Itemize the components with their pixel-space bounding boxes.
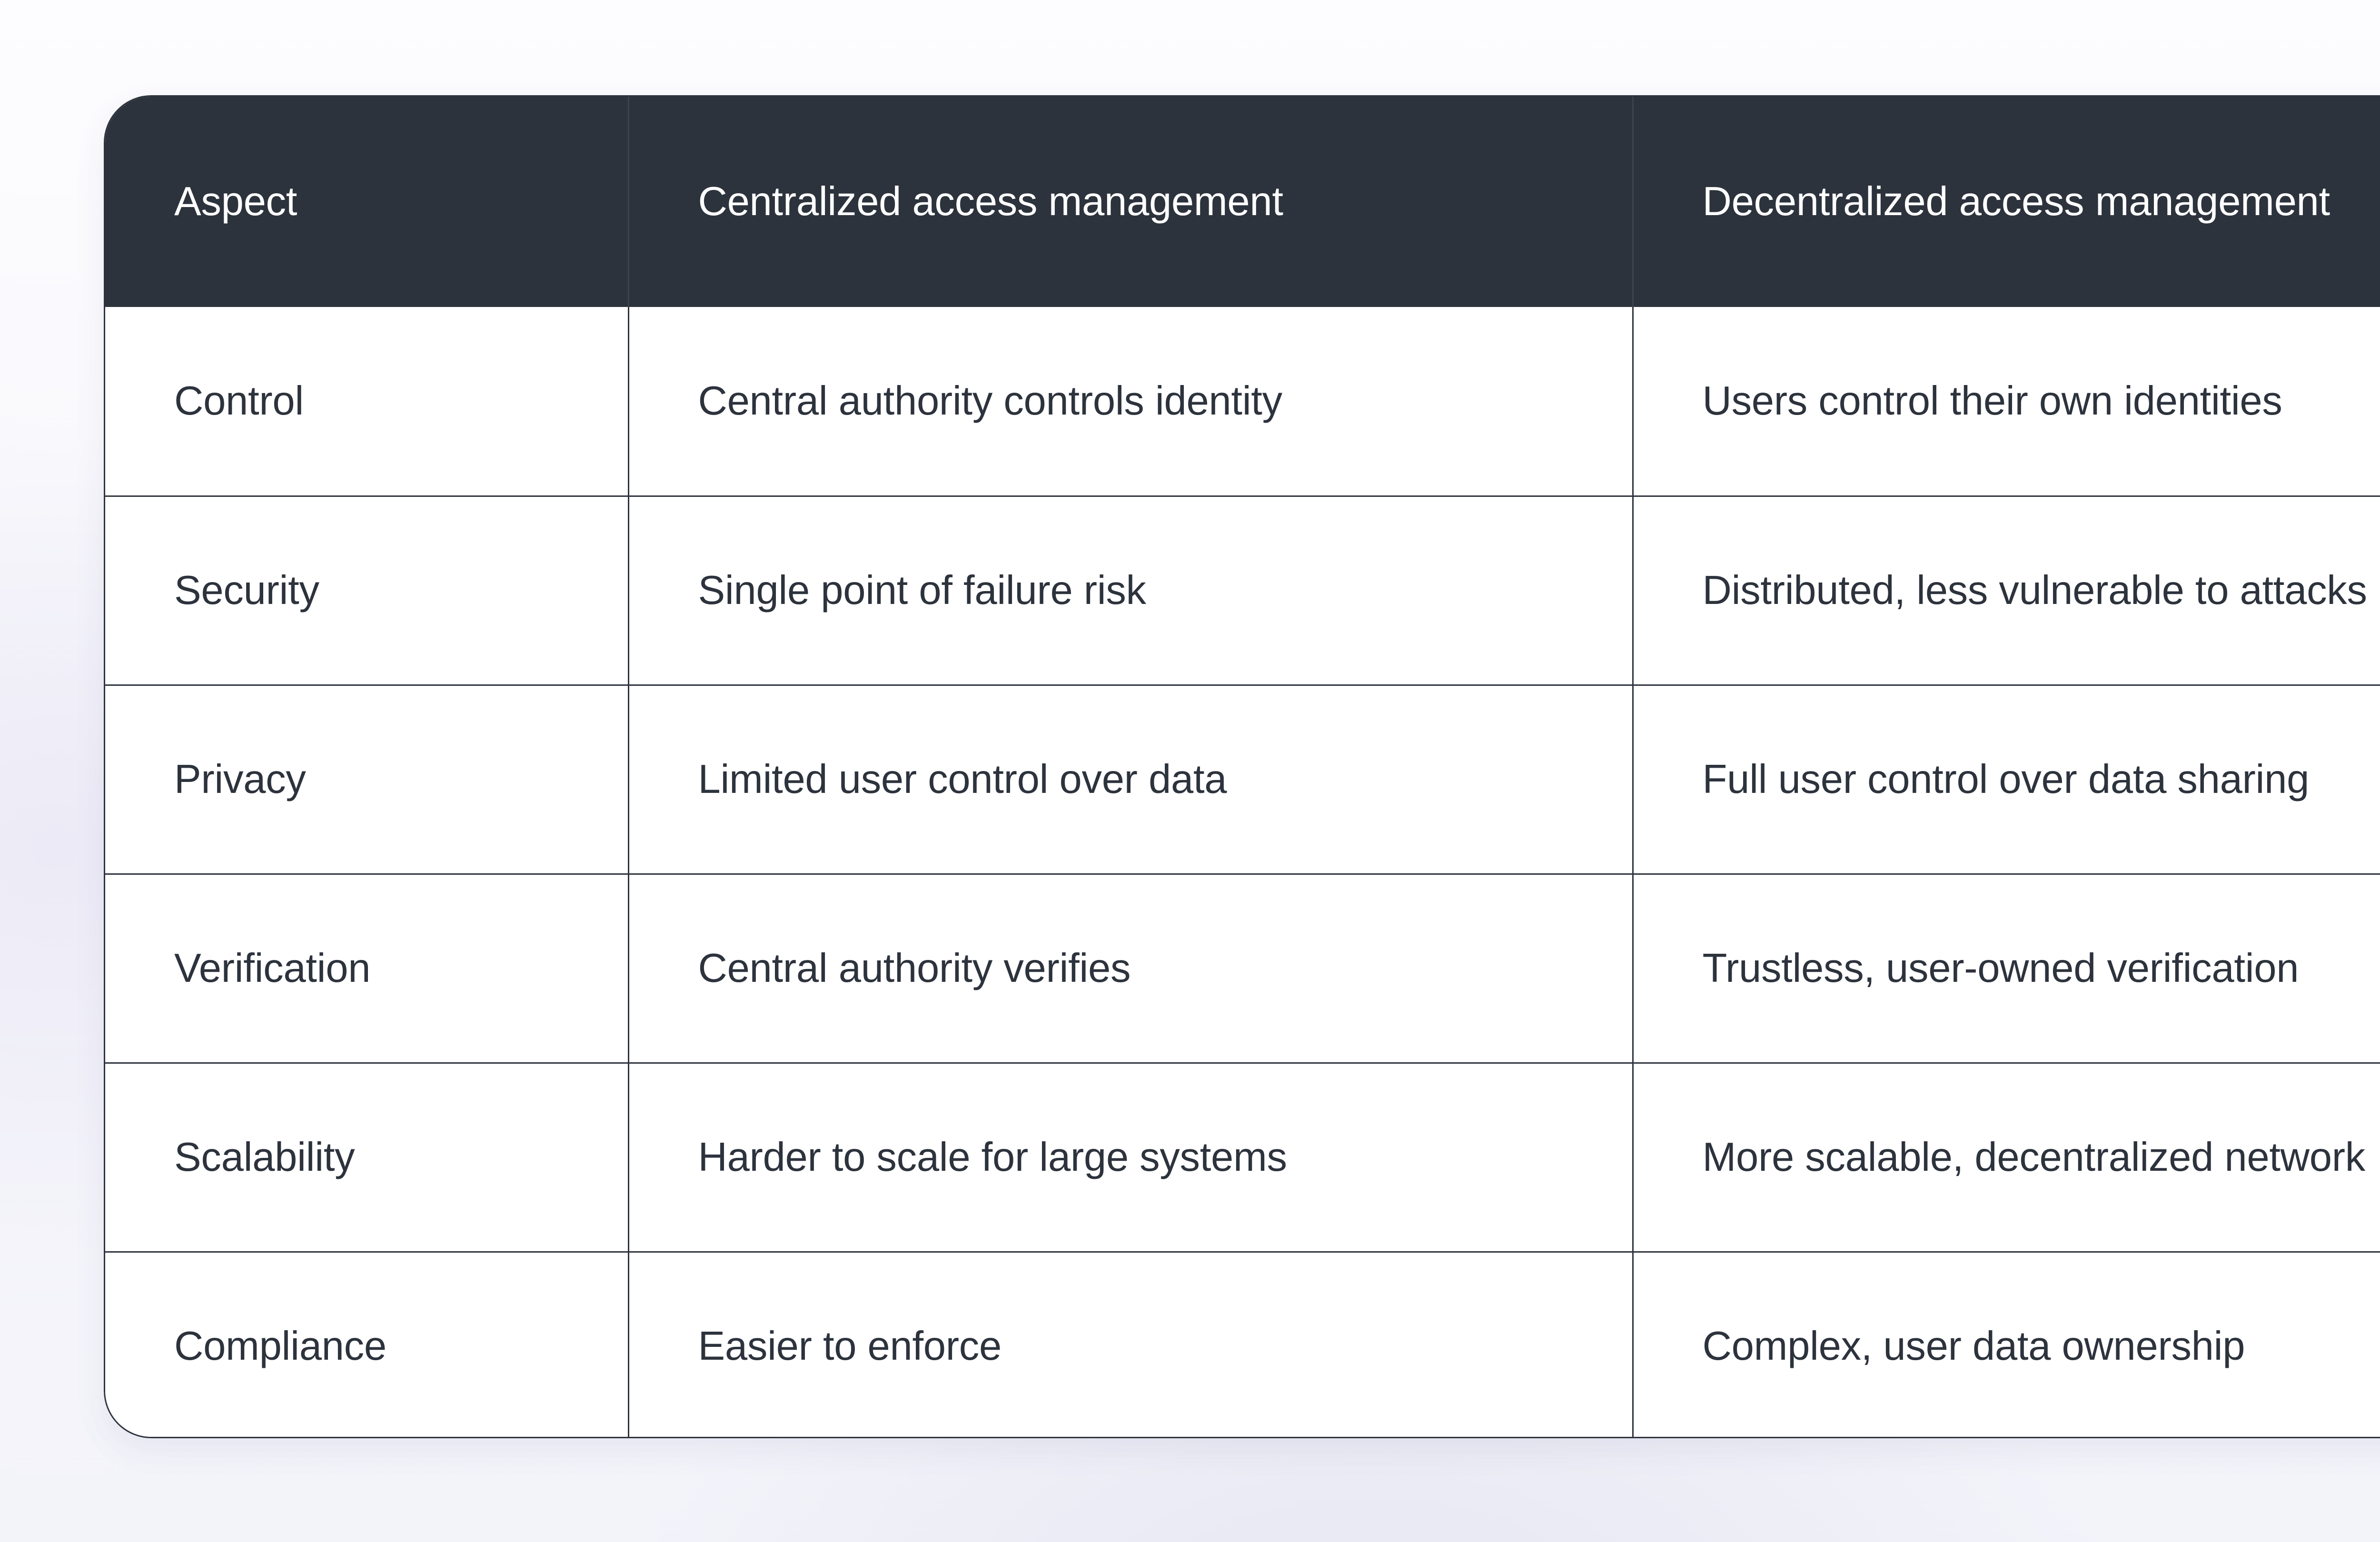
table-row: Scalability Harder to scale for large sy… (105, 1062, 2380, 1252)
column-header-aspect: Aspect (105, 97, 628, 307)
cell-decentralized: Full user control over data sharing (1632, 684, 2380, 874)
table-row: Privacy Limited user control over data F… (105, 684, 2380, 874)
cell-decentralized: More scalable, decentralized network (1632, 1062, 2380, 1252)
column-header-centralized: Centralized access management (627, 97, 1633, 307)
cell-aspect: Verification (105, 873, 628, 1063)
cell-aspect: Compliance (105, 1251, 628, 1437)
table-row: Security Single point of failure risk Di… (105, 495, 2380, 685)
cell-centralized: Limited user control over data (627, 684, 1633, 874)
cell-decentralized: Distributed, less vulnerable to attacks (1632, 495, 2380, 685)
cell-centralized: Easier to enforce (627, 1251, 1633, 1437)
cell-centralized: Central authority controls identity (627, 307, 1633, 496)
column-header-decentralized: Decentralized access management (1632, 97, 2380, 307)
cell-centralized: Single point of failure risk (627, 495, 1633, 685)
comparison-table-card: Aspect Centralized access management Dec… (104, 95, 2380, 1438)
cell-decentralized: Complex, user data ownership (1632, 1251, 2380, 1437)
cell-decentralized: Trustless, user-owned verification (1632, 873, 2380, 1063)
cell-centralized: Central authority verifies (627, 873, 1633, 1063)
table-body: Control Central authority controls ident… (105, 307, 2380, 1437)
table-row: Verification Central authority verifies … (105, 873, 2380, 1063)
cell-aspect: Scalability (105, 1062, 628, 1252)
table-row: Compliance Easier to enforce Complex, us… (105, 1251, 2380, 1437)
cell-centralized: Harder to scale for large systems (627, 1062, 1633, 1252)
table-row: Control Central authority controls ident… (105, 307, 2380, 496)
comparison-table: Aspect Centralized access management Dec… (105, 97, 2380, 1437)
cell-decentralized: Users control their own identities (1632, 307, 2380, 496)
table-header: Aspect Centralized access management Dec… (105, 97, 2380, 307)
cell-aspect: Control (105, 307, 628, 496)
table-header-row: Aspect Centralized access management Dec… (105, 97, 2380, 307)
cell-aspect: Privacy (105, 684, 628, 874)
cell-aspect: Security (105, 495, 628, 685)
